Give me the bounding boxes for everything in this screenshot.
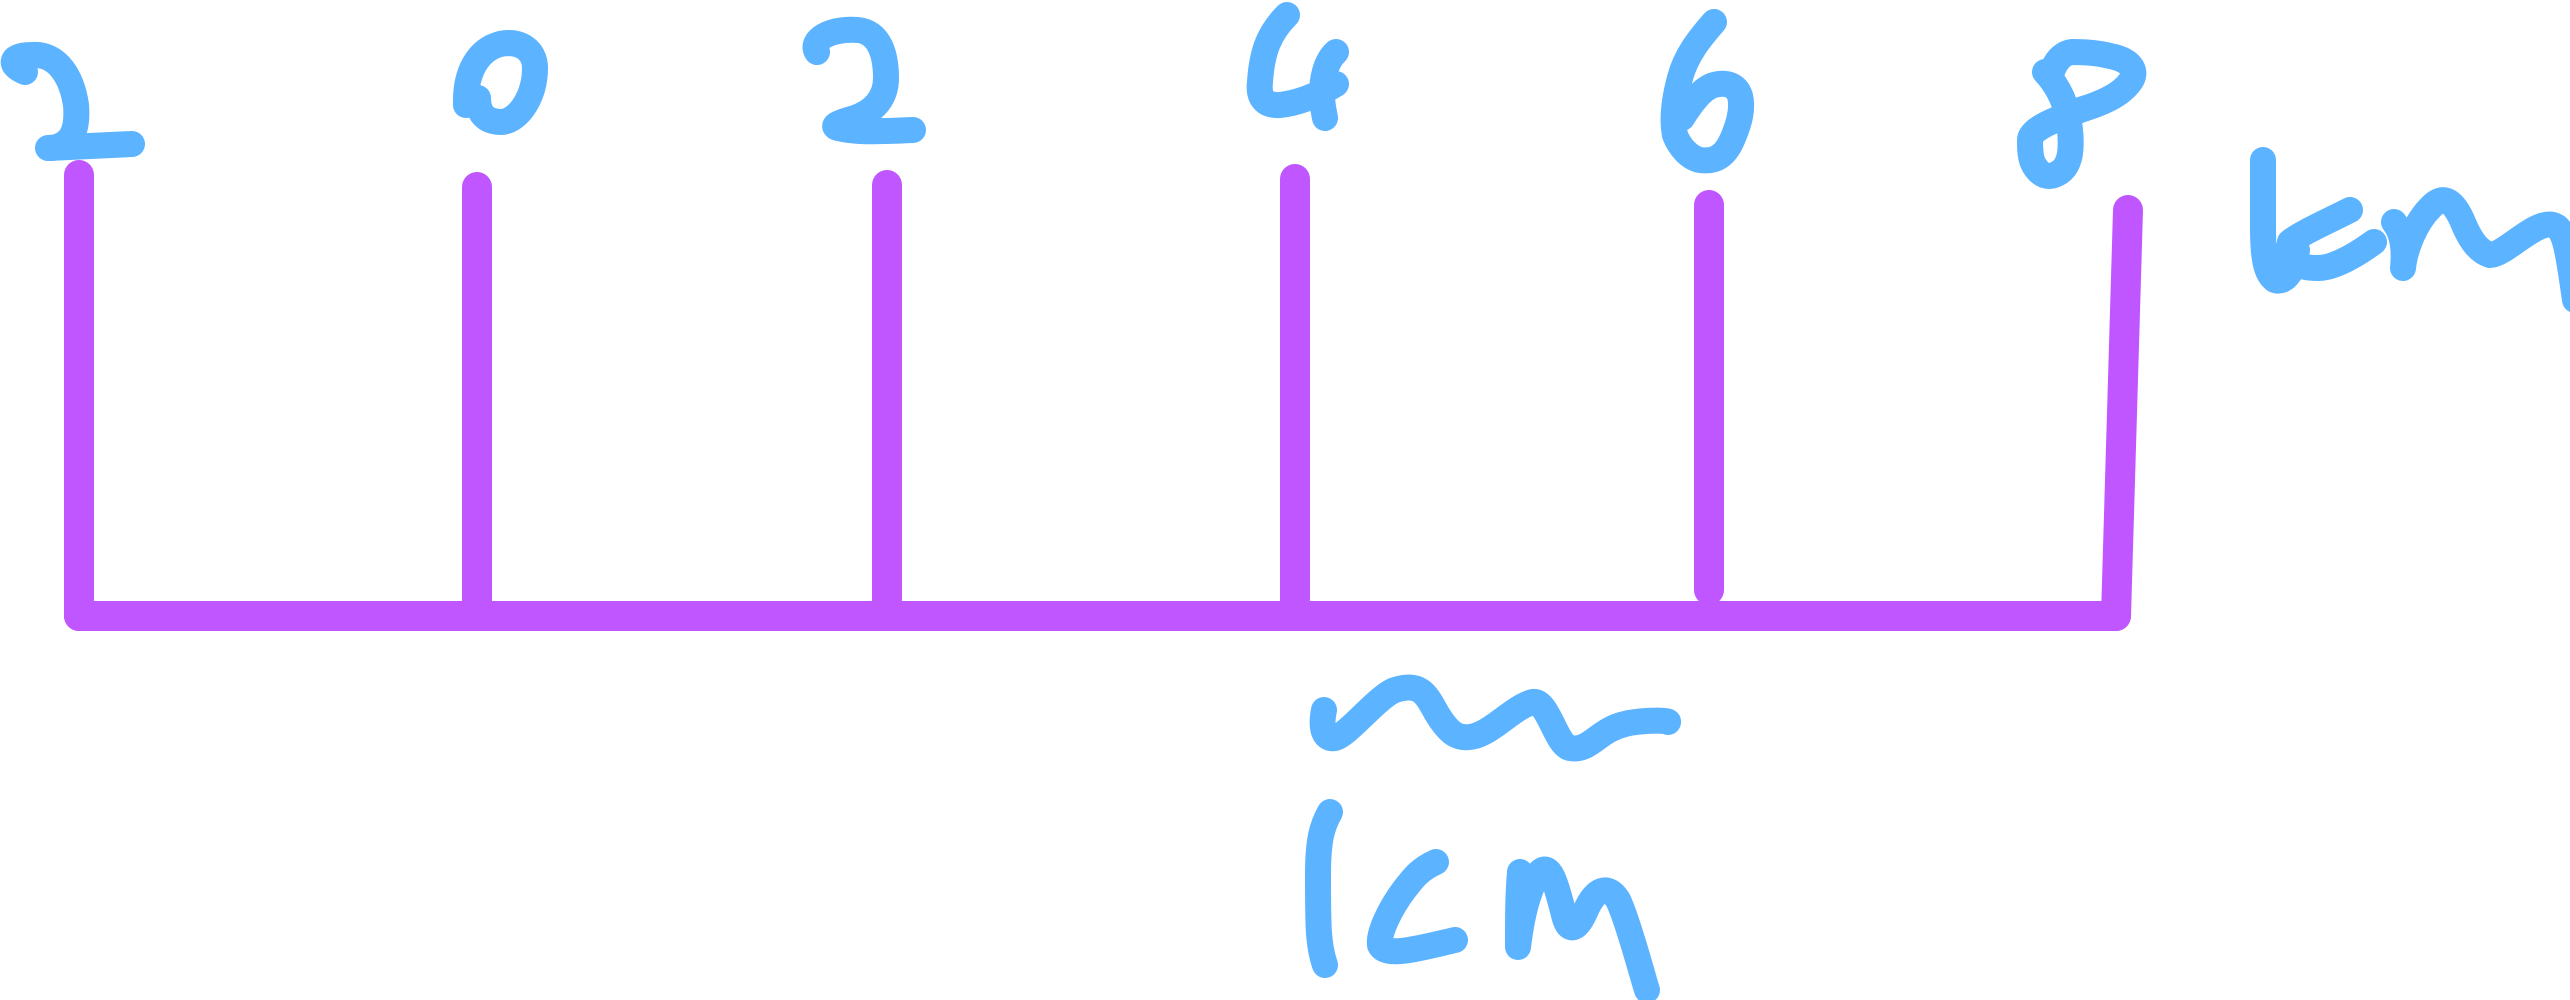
scale-label-4: 4	[1246, 2, 1349, 131]
unit-label-km: km	[2250, 147, 2570, 312]
unit-label-1cm: 1cm	[1305, 799, 1660, 1000]
scale-label-8: 8	[2017, 39, 2147, 189]
scale-label-2-left: 2	[0, 41, 145, 161]
scale-label-0: 0	[452, 30, 548, 135]
scale-label-2: 2	[802, 16, 926, 145]
ruler-tick-5	[2101, 195, 2143, 631]
scale-ruler	[64, 160, 2143, 631]
equivalence-wave	[1309, 674, 1682, 762]
scale-label-6: 6	[1660, 9, 1755, 174]
